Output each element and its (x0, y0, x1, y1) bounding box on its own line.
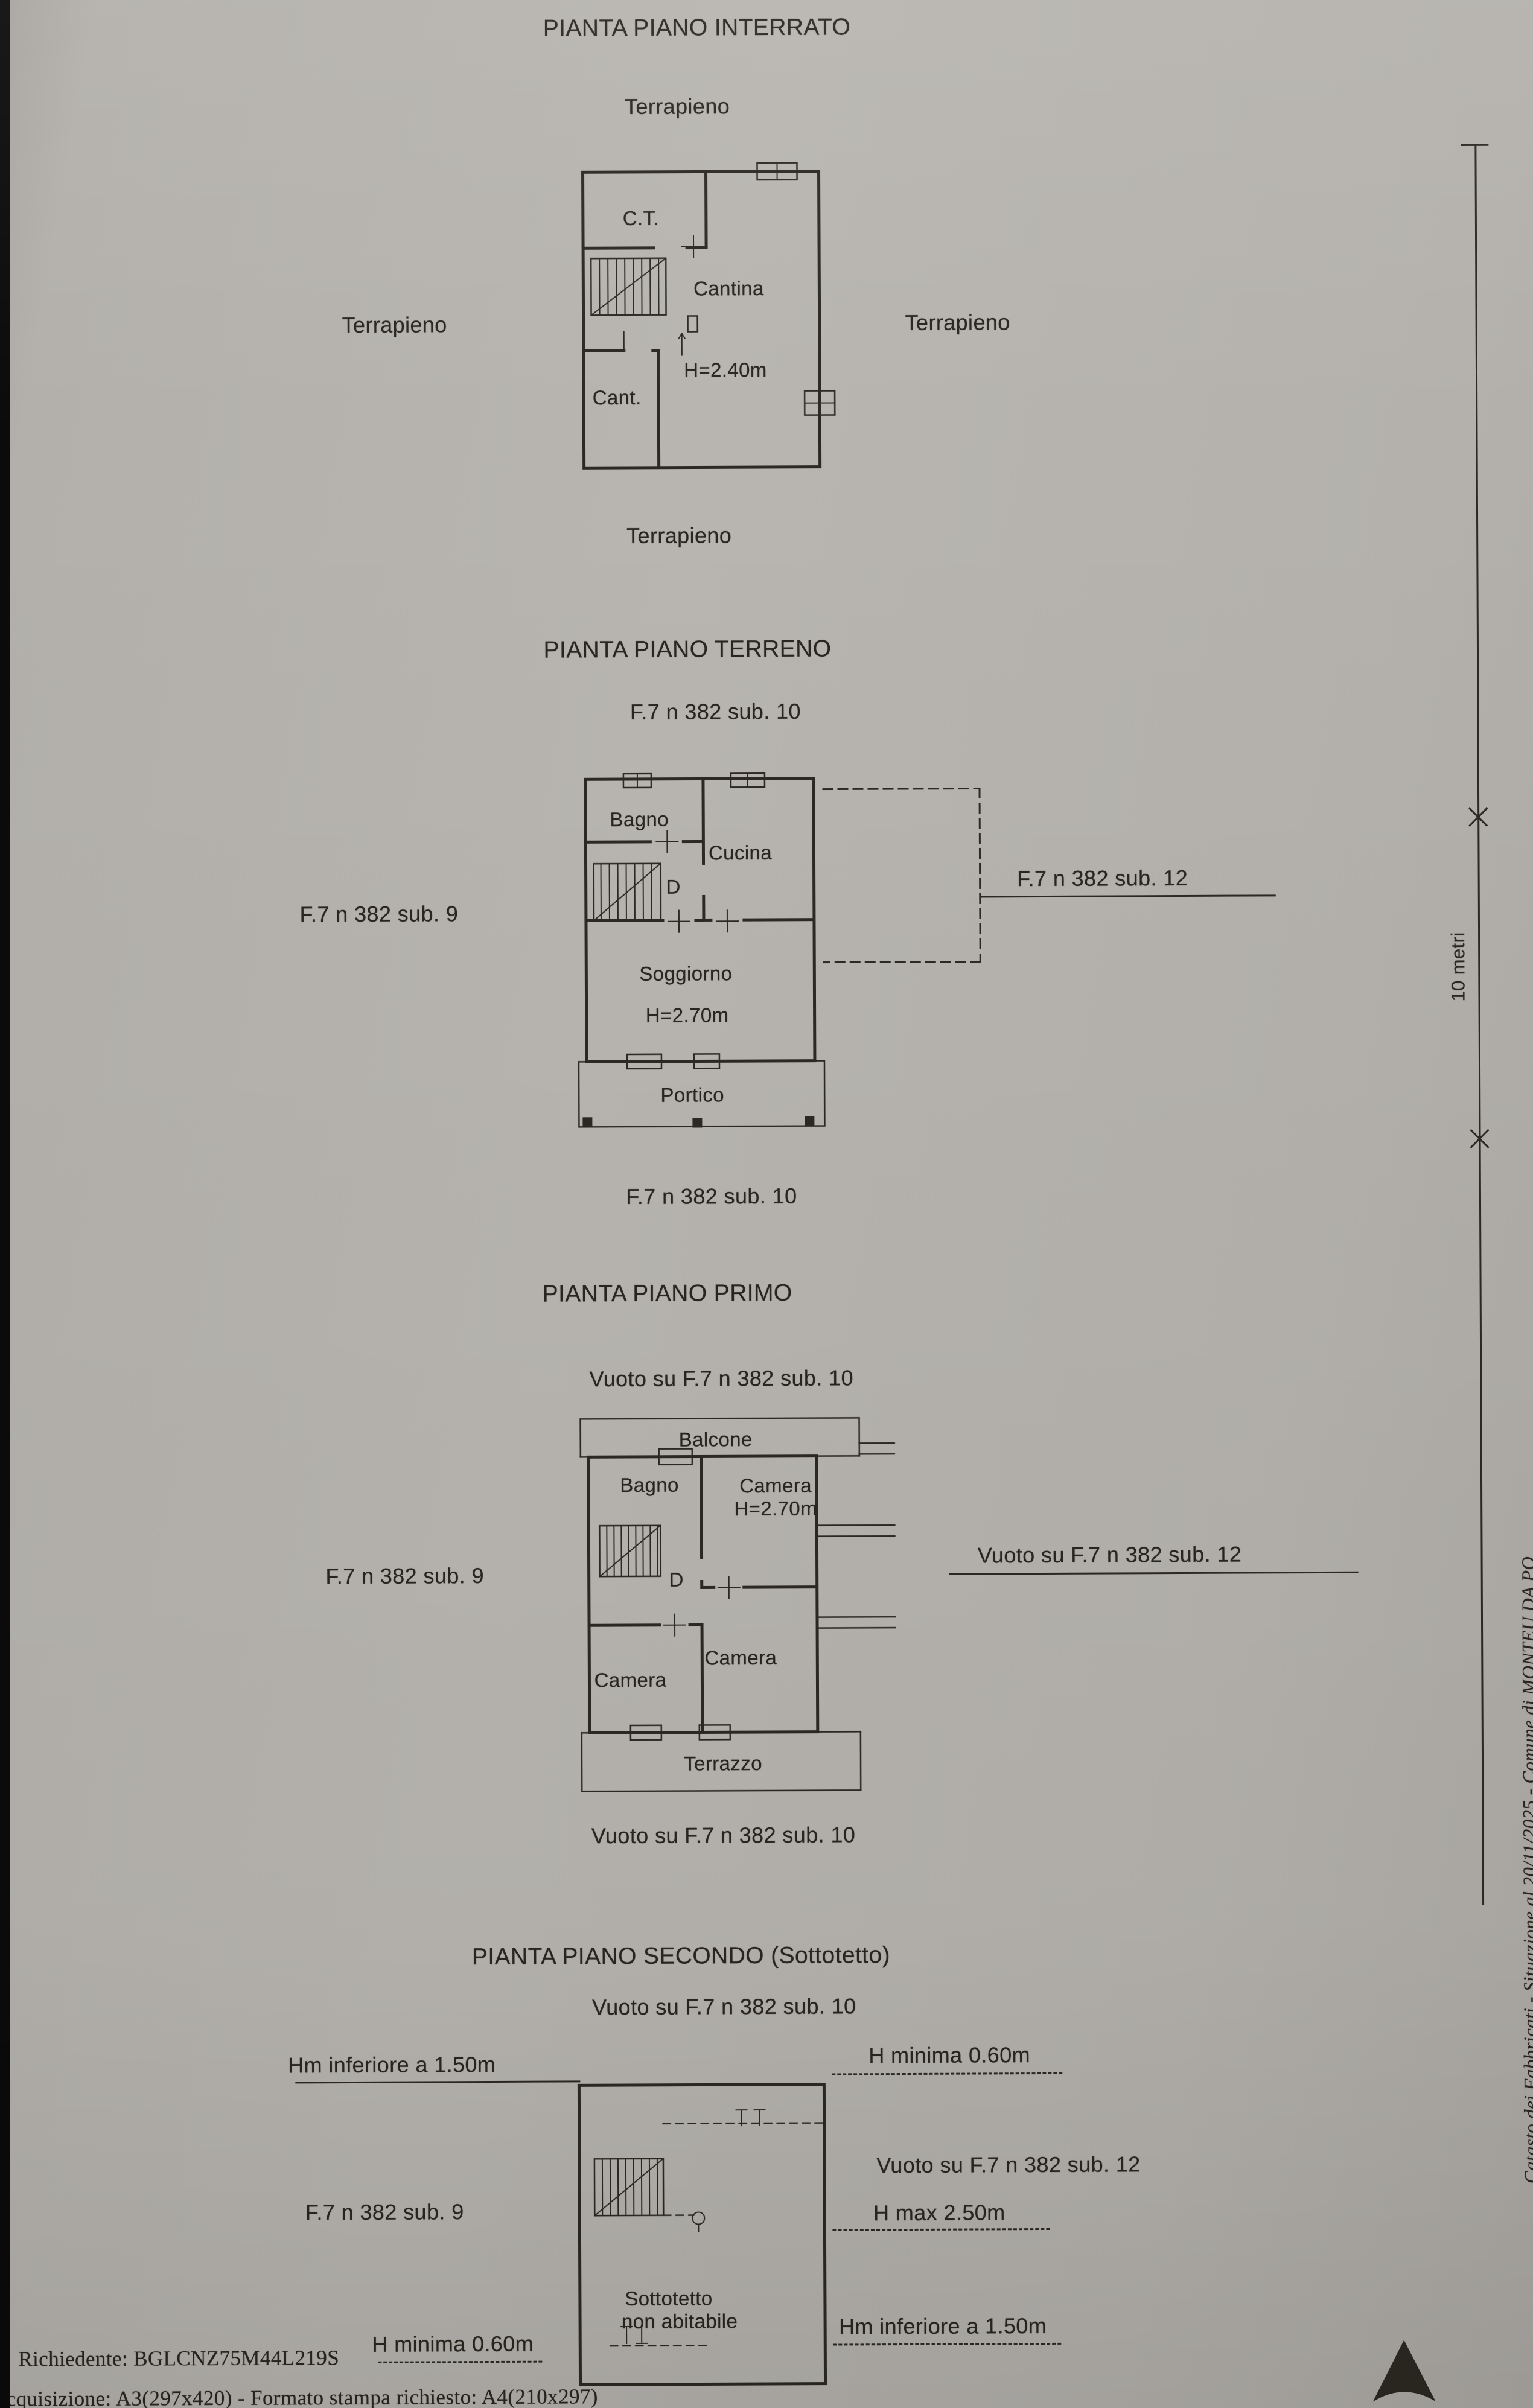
footer-formato: cquisizione: A3(297x420) - Formato stamp… (6, 2384, 598, 2408)
primo-vuoto10-bottom: Vuoto su F.7 n 382 sub. 10 (591, 1822, 856, 1849)
secondo-hm-inf-left: Hm inferiore a 1.50m (288, 2051, 496, 2078)
room-label-bagno: Bagno (610, 807, 669, 831)
room-label-ct: C.T. (622, 206, 660, 230)
stairs-icon (593, 2158, 665, 2217)
hm-inf-left-line (295, 2080, 581, 2084)
room-label-camera-bottom: Camera (594, 1668, 667, 1692)
interrato-title: PIANTA PIANO INTERRATO (543, 14, 851, 42)
height-arrow-icon (678, 333, 686, 356)
terreno-sub10-top: F.7 n 382 sub. 10 (629, 698, 802, 724)
room-label-soggiorno: Soggiorno (639, 962, 733, 985)
interrato-plan: C.T. Cantina H=2.40m Cant. (563, 150, 841, 489)
secondo-title: PIANTA PIANO SECONDO (Sottotetto) (471, 1942, 891, 1970)
room-label-d: D (669, 1568, 684, 1591)
interior-walls (583, 171, 708, 468)
margin-vertical-rule (1474, 145, 1485, 1905)
room-label-non-abitabile: non abitabile (621, 2310, 738, 2333)
primo-vuoto10-top: Vuoto su F.7 n 382 sub. 10 (589, 1365, 854, 1392)
room-label-height: H=2.70m (645, 1004, 729, 1027)
room-label-balcone: Balcone (678, 1428, 753, 1451)
interrato-plan-drawing (581, 162, 836, 470)
terrapieno-label-top: Terrapieno (624, 94, 730, 119)
room-label-bagno: Bagno (620, 1473, 679, 1497)
height-limit-dashes (609, 2122, 823, 2347)
primo-plan-drawing (579, 1417, 896, 1792)
secondo-plan: Sottotetto non abitabile (547, 2075, 1043, 2408)
door-icon (623, 235, 707, 352)
room-label-cant: Cant. (592, 386, 642, 409)
room-label-camera-mid: Camera (704, 1646, 777, 1669)
primo-plan: Balcone Bagno Camera H=2.70m D Camera Ca… (568, 1405, 1028, 1817)
balcony-door-icon (658, 1448, 693, 1466)
scale-cross-bottom-icon (1470, 1129, 1490, 1149)
terrapieno-label-bottom: Terrapieno (626, 523, 732, 549)
footer-richiedente: Richiedente: BGLCNZ75M44L219S (18, 2346, 340, 2371)
secondo-vuoto10-top: Vuoto su F.7 n 382 sub. 10 (592, 1993, 856, 2020)
terreno-plan-drawing (578, 772, 981, 1128)
terreno-title: PIANTA PIANO TERRENO (543, 635, 832, 663)
edge-vertical-text: Catasto dei Fabbricati - Situazione al 2… (1517, 1556, 1533, 2184)
terrapieno-label-left: Terrapieno (342, 312, 447, 338)
interior-walls (589, 1456, 818, 1733)
door-icon (655, 830, 739, 933)
window-icon (803, 390, 836, 416)
exterior-walls (577, 2083, 827, 2386)
dashed-sub12-outline (822, 787, 981, 964)
neighbor-wall-lines (816, 1442, 896, 1629)
room-label-cantina: Cantina (693, 277, 764, 300)
room-label-d: D (666, 875, 681, 898)
terrazzo-outline (581, 1731, 862, 1792)
scan-edge-strip (0, 0, 10, 2408)
stairs-icon (590, 257, 667, 316)
window-icon (756, 162, 798, 181)
room-label-sottotetto: Sottotetto (625, 2287, 713, 2310)
terreno-sub10-bottom: F.7 n 382 sub. 10 (626, 1183, 797, 1209)
room-label-terrazzo: Terrazzo (684, 1752, 762, 1775)
room-label-height: H=2.40m (684, 358, 767, 381)
terreno-sub9: F.7 n 382 sub. 9 (299, 901, 459, 927)
exterior-walls (581, 170, 822, 470)
secondo-plan-drawing (577, 2083, 827, 2386)
roof-symbols (620, 2109, 766, 2345)
stairs-icon (599, 1524, 661, 1578)
terreno-plan: Bagno Cucina D Soggiorno H=2.70m Portico (566, 771, 1026, 1147)
room-label-camera-top: Camera (739, 1474, 812, 1497)
window-icon (622, 772, 766, 789)
secondo-h-minima-right: H minima 0.60m (868, 2042, 1031, 2068)
stairs-icon (593, 862, 662, 922)
terrapieno-label-right: Terrapieno (905, 310, 1010, 335)
portico-outline (578, 1060, 826, 1128)
secondo-sub9: F.7 n 382 sub. 9 (305, 2199, 464, 2225)
room-label-height: H=2.70m (734, 1497, 818, 1520)
scale-cross-top-icon (1468, 807, 1488, 827)
north-arrow-icon (1372, 2340, 1436, 2402)
scale-label: 10 metri (1447, 932, 1469, 1002)
primo-sub9: F.7 n 382 sub. 9 (325, 1563, 485, 1589)
primo-title: PIANTA PIANO PRIMO (542, 1279, 792, 1307)
room-label-portico: Portico (660, 1083, 725, 1106)
door-icon (663, 1576, 741, 1637)
room-label-cucina: Cucina (708, 841, 773, 864)
margin-rule-top-tick (1461, 144, 1489, 146)
